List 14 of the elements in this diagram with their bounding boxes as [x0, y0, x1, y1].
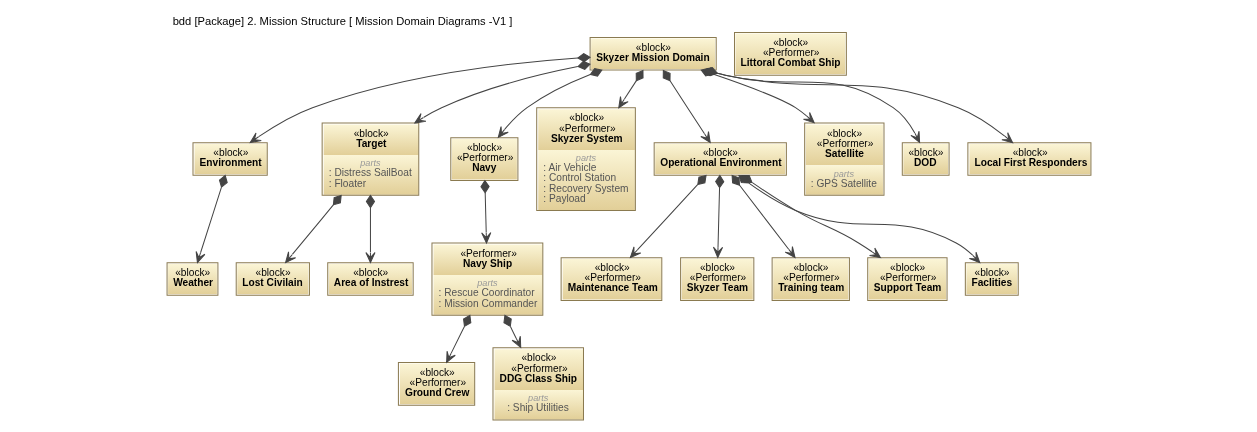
arrow [364, 194, 376, 264]
arrow [502, 314, 521, 348]
arrow [284, 194, 342, 264]
diagram-title: bdd [Package] 2. Mission Structure [ Mission Domain Diagrams -V1 ] [172, 15, 512, 28]
arrow [712, 174, 724, 258]
arrow [662, 69, 711, 144]
arrow [195, 174, 228, 264]
arrow [445, 314, 471, 363]
arrow [413, 60, 591, 124]
arrow [479, 179, 491, 244]
arrow [497, 67, 603, 138]
arrow [249, 52, 591, 144]
arrow [617, 69, 644, 109]
arrow [629, 174, 707, 258]
